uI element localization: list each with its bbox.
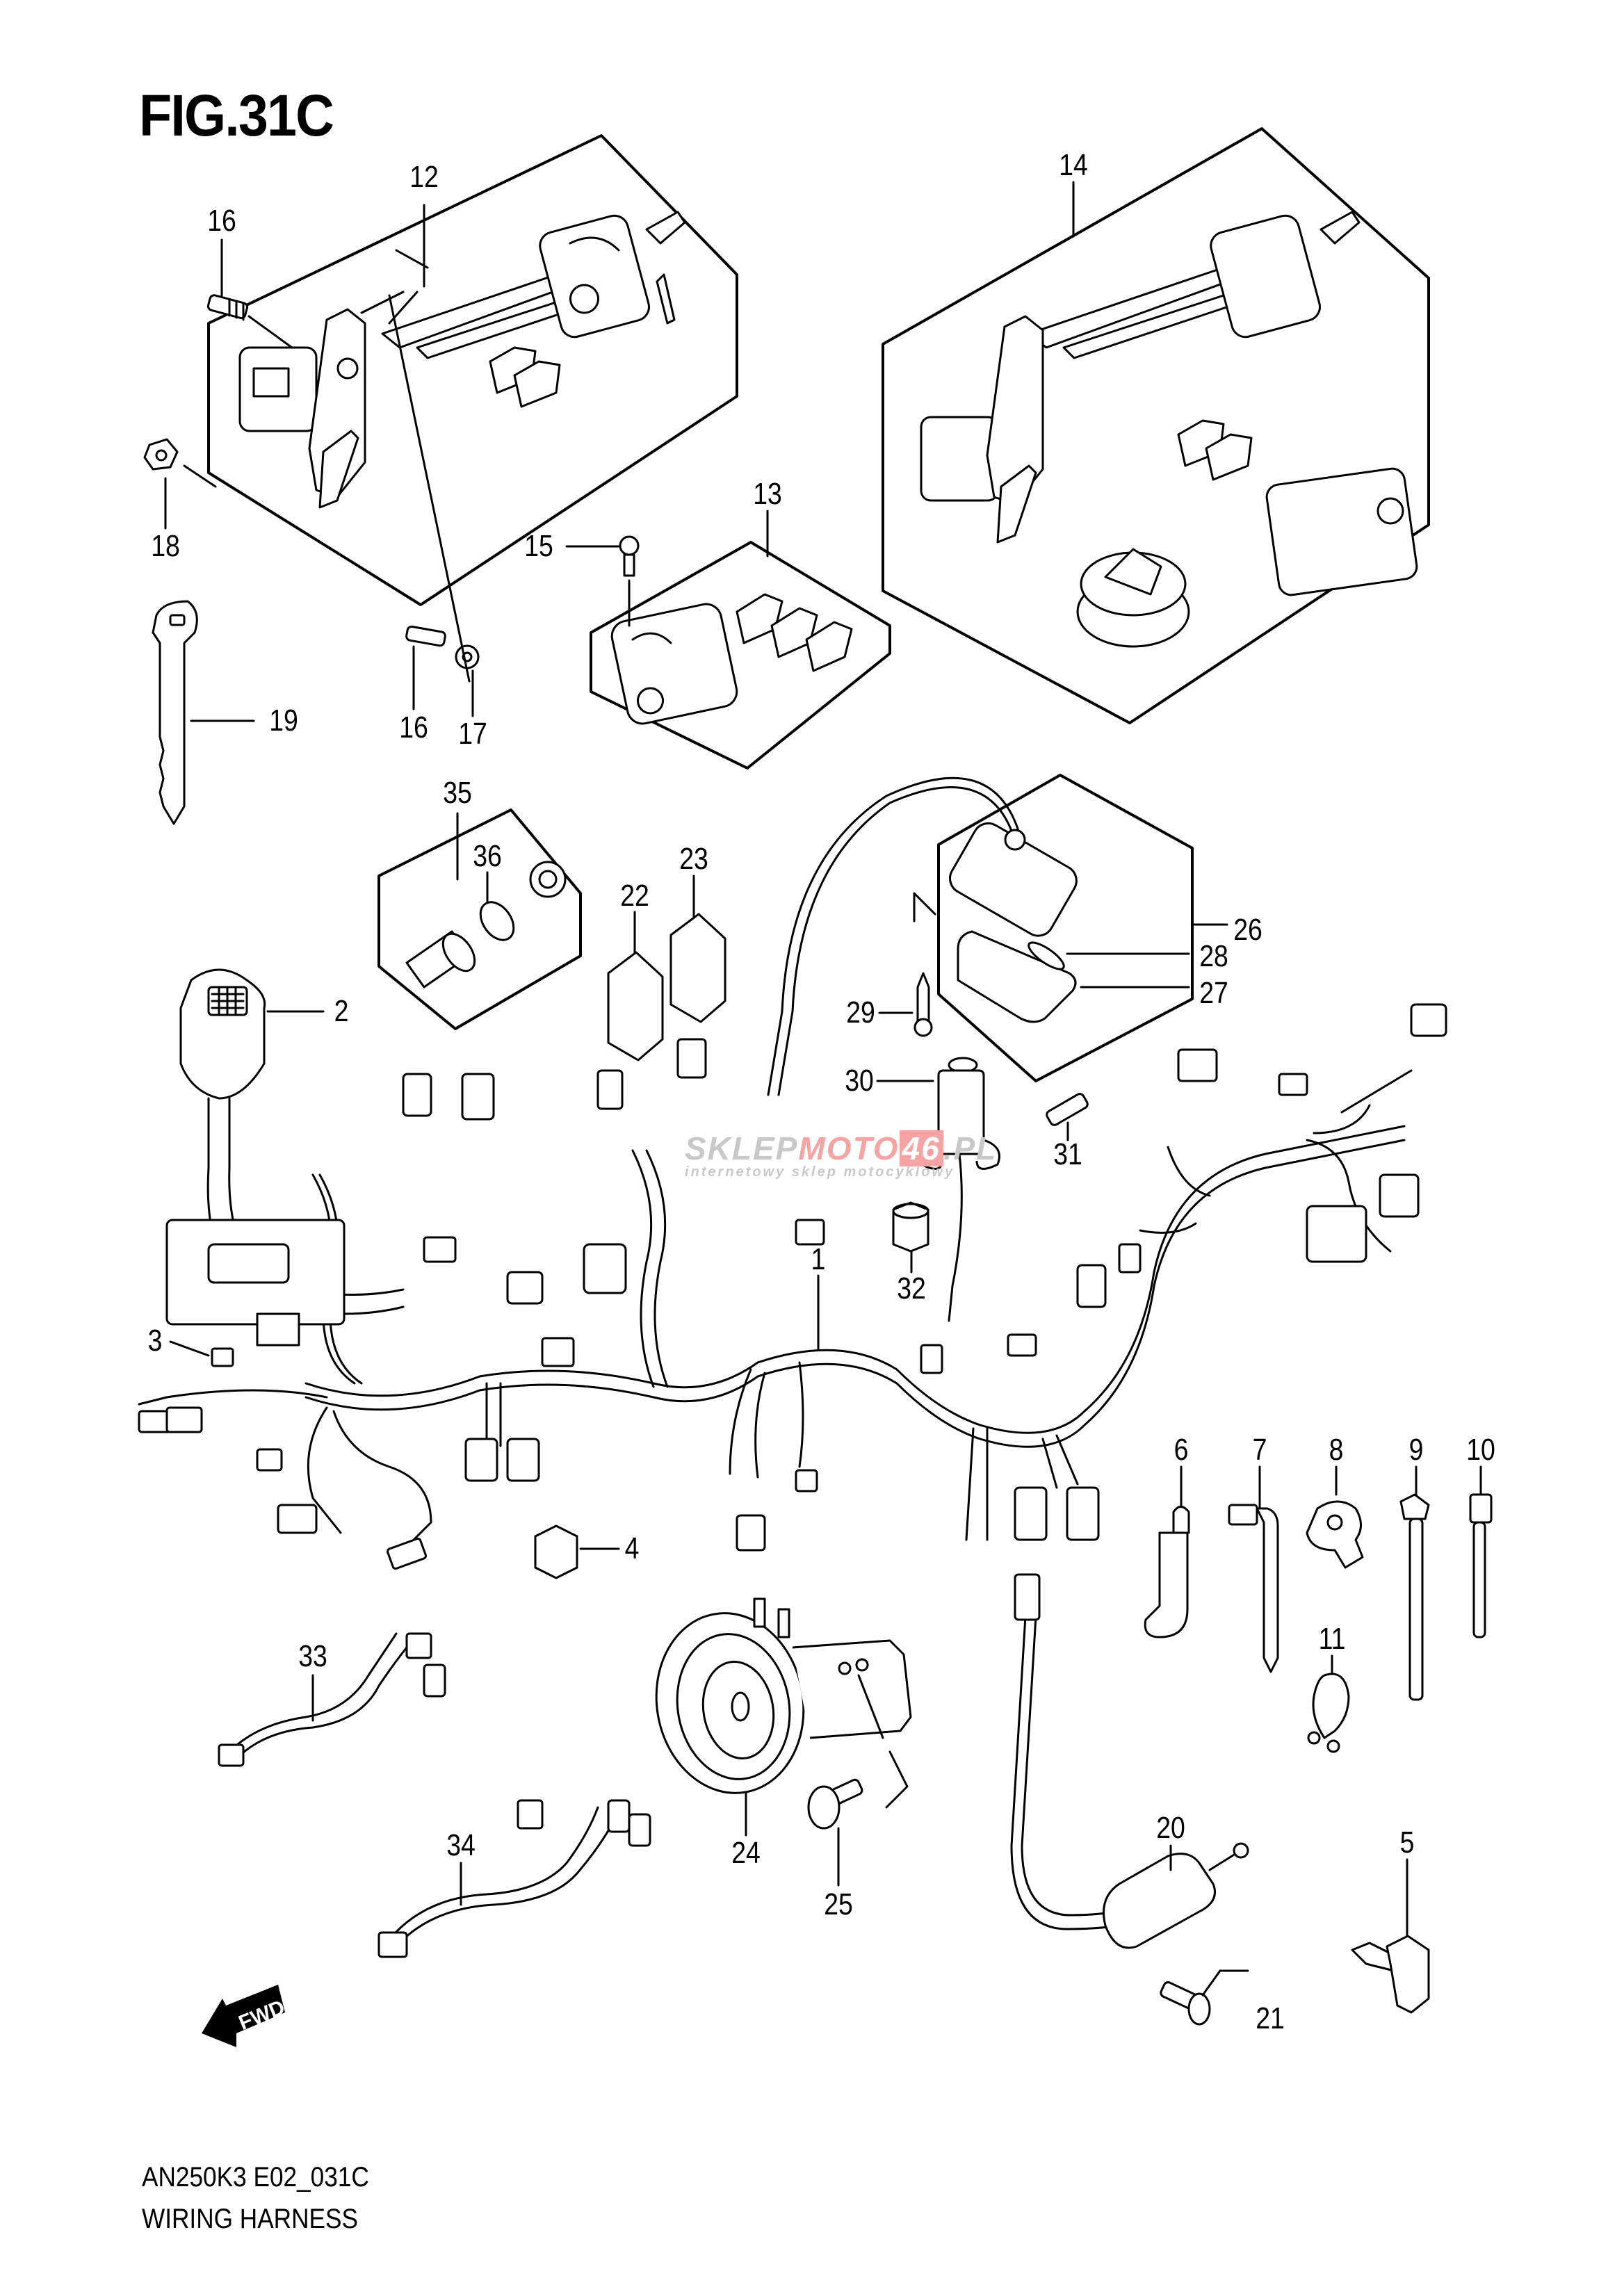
callout-30: 30 [845, 1064, 874, 1098]
callout-3: 3 [147, 1324, 163, 1358]
part-4-relay-clip [534, 1524, 620, 1579]
callout-35: 35 [443, 776, 472, 810]
callout-28: 28 [1199, 939, 1228, 973]
callout-15: 15 [524, 529, 553, 563]
callout-20: 20 [1156, 1811, 1185, 1845]
figure-title: FIG.31C [139, 83, 334, 148]
part-7-clamp-tie [1228, 1465, 1279, 1673]
callout-16-bottom: 16 [399, 710, 428, 745]
part-9-cable-tie [1399, 1465, 1430, 1701]
figure-code: AN250K3 E02_031C [142, 2162, 369, 2193]
part-25-bolt [807, 1778, 863, 1887]
part-8-harness-clamp [1306, 1465, 1364, 1569]
callout-9: 9 [1408, 1433, 1424, 1467]
callout-16-top: 16 [207, 204, 236, 238]
callout-29: 29 [846, 995, 875, 1030]
callout-18: 18 [151, 529, 180, 563]
callout-31: 31 [1053, 1137, 1082, 1171]
part-14-lock-set-complete [882, 127, 1430, 724]
callout-8: 8 [1329, 1433, 1344, 1467]
callout-10: 10 [1466, 1433, 1495, 1467]
callout-32: 32 [897, 1271, 926, 1305]
callout-11: 11 [1318, 1622, 1346, 1656]
callout-1: 1 [811, 1242, 826, 1276]
part-29-screw [878, 892, 936, 1037]
part-22-23-relays [607, 875, 726, 1061]
part-11-wire-clip [1307, 1654, 1350, 1753]
part-35-socket-assy [377, 808, 582, 1030]
part-26-lamp-assy [767, 774, 1228, 1096]
part-13-seat-lock [590, 510, 891, 770]
callout-12: 12 [409, 160, 439, 194]
figure-name: WIRING HARNESS [142, 2204, 358, 2234]
part-1-wiring-harness [138, 1003, 1447, 1570]
callout-7: 7 [1252, 1433, 1267, 1467]
callout-5: 5 [1399, 1825, 1415, 1860]
part-15-screw [565, 535, 640, 627]
part-16-screw-top [206, 238, 293, 349]
callout-25: 25 [824, 1887, 853, 1921]
callout-22: 22 [620, 879, 649, 913]
callout-13: 13 [753, 477, 782, 511]
callout-23: 23 [679, 842, 708, 876]
callout-36: 36 [473, 839, 502, 873]
part-18-nut [143, 438, 217, 530]
callout-27: 27 [1199, 976, 1228, 1010]
part-32-spacer [892, 1201, 929, 1274]
callout-21: 21 [1256, 2001, 1285, 2035]
part-19-key [152, 600, 255, 825]
callout-2: 2 [334, 994, 349, 1028]
part-33-lead-wire [218, 1632, 446, 1767]
part-16-17-screw-washer [360, 291, 480, 717]
callout-26: 26 [1233, 913, 1262, 947]
part-30-switch [876, 1057, 1000, 1322]
fwd-arrow-icon: FWD [202, 1985, 289, 2047]
part-24-horn [655, 1597, 912, 1837]
callout-19: 19 [269, 703, 298, 738]
callout-34: 34 [446, 1828, 476, 1862]
part-12-lock-set [207, 134, 738, 606]
part-21-screw [1160, 1969, 1249, 2026]
callout-14: 14 [1059, 148, 1088, 182]
part-10-cable-tie [1469, 1465, 1493, 1638]
part-20-seat-switch [1010, 1573, 1249, 1949]
part-34-lead-wire [377, 1799, 651, 1958]
callout-4: 4 [624, 1531, 640, 1565]
callout-24: 24 [731, 1836, 761, 1870]
part-31-bolt [1046, 1093, 1089, 1141]
part-6-clamp [1144, 1465, 1190, 1638]
part-3-fuse-clip [169, 1340, 234, 1367]
callout-33: 33 [298, 1639, 327, 1673]
part-5-switch-cover [1351, 1858, 1430, 2014]
callout-6: 6 [1174, 1433, 1189, 1467]
callout-17: 17 [458, 717, 487, 751]
